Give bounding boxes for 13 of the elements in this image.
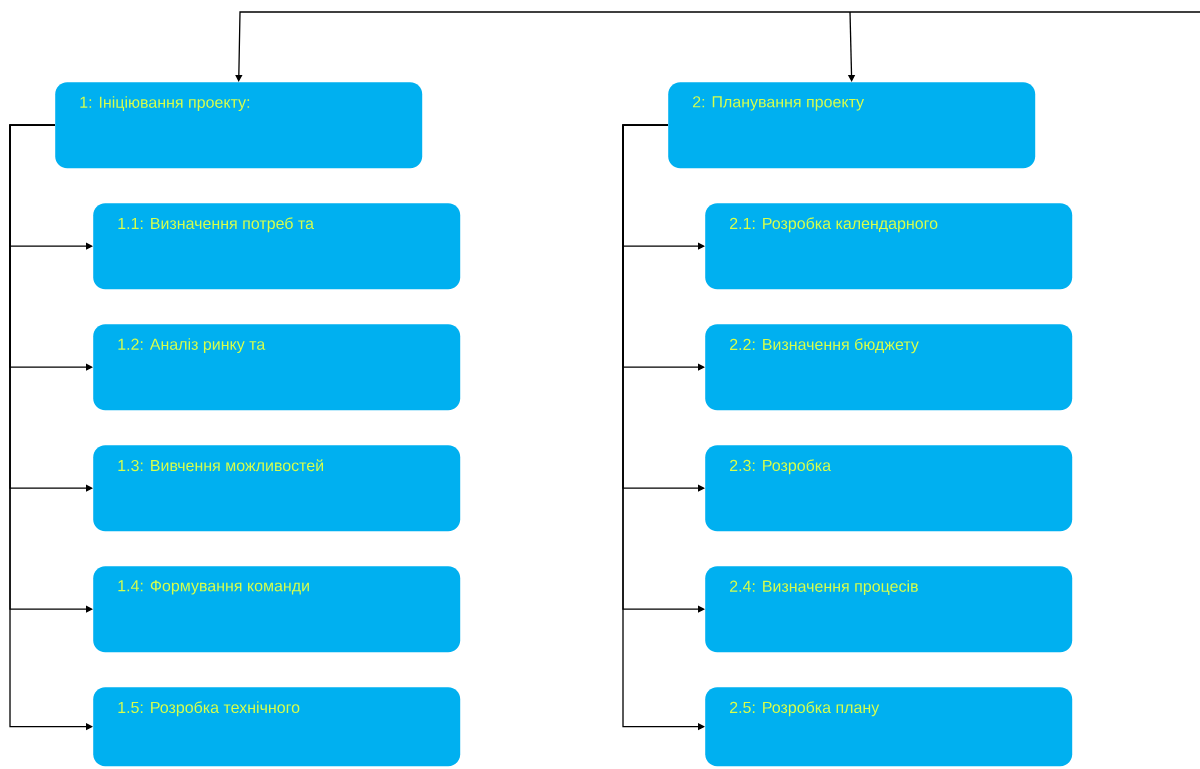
process-box: 1.3: Вивчення можливостей xyxy=(93,445,461,532)
process-box: 1.1: Визначення потреб та xyxy=(93,203,461,290)
process-box: 2.3: Розробка xyxy=(705,445,1073,532)
process-box: 1.4: Формування команди xyxy=(93,566,461,653)
process-box: 2.2: Визначення бюджету xyxy=(705,324,1073,411)
process-box: 2: Планування проекту xyxy=(668,82,1036,169)
process-box: 1.5: Розробка технічного xyxy=(93,687,461,767)
process-box: 2.5: Розробка плану xyxy=(705,687,1073,767)
process-box: 1: Ініціювання проекту: xyxy=(55,82,423,169)
process-box: 2.1: Розробка календарного xyxy=(705,203,1073,290)
arrow xyxy=(235,11,1200,82)
process-box: 1.2: Аналіз ринку та xyxy=(93,324,461,411)
process-box: 2.4: Визначення процесів xyxy=(705,566,1073,653)
